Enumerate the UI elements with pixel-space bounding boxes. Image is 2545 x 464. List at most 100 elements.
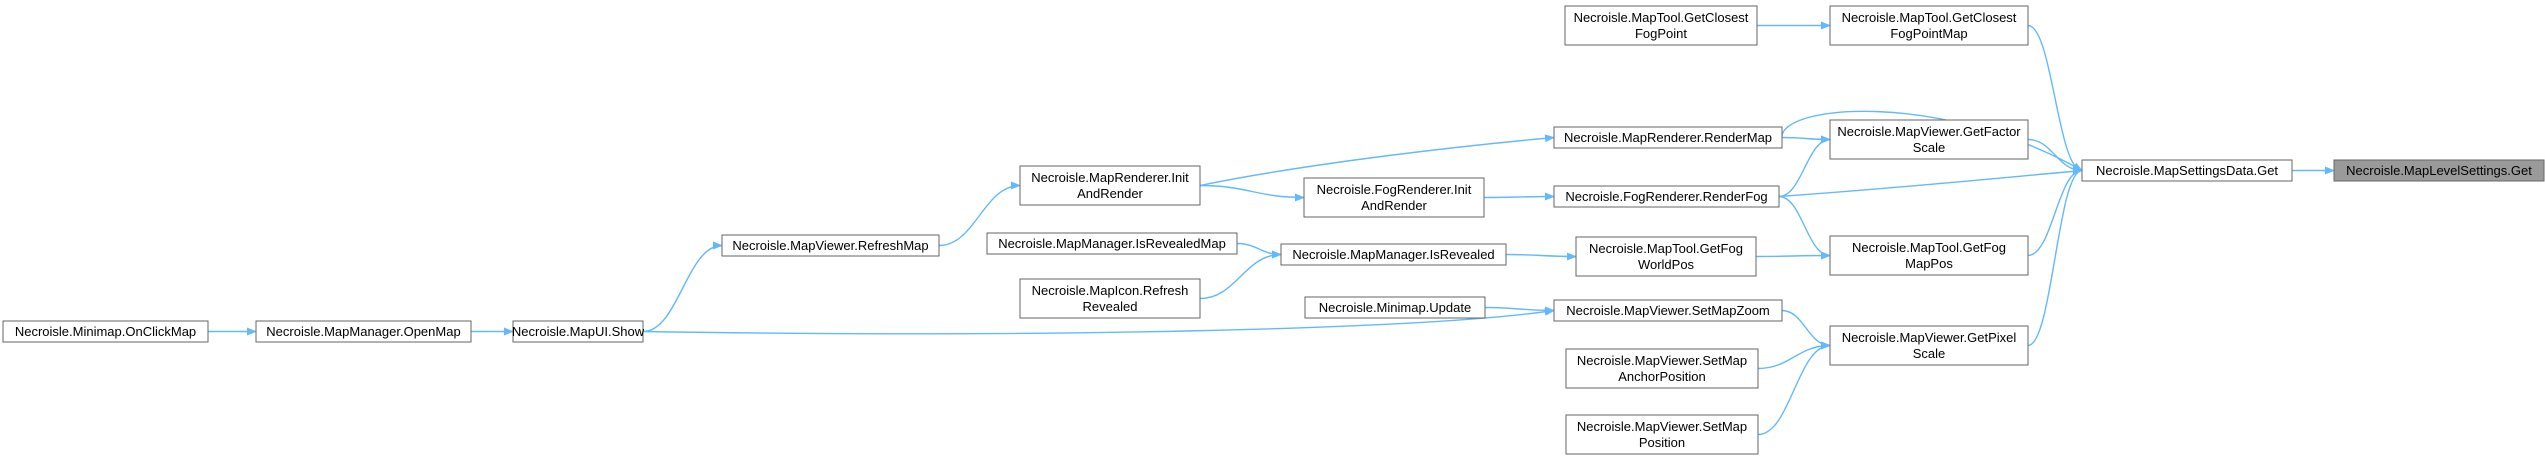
node-box bbox=[512, 320, 644, 343]
node-box bbox=[2, 320, 209, 343]
node-renderfog[interactable]: Necroisle.FogRenderer.RenderFog bbox=[1553, 185, 1780, 208]
node-isrevealedmap[interactable]: Necroisle.MapManager.IsRevealedMap bbox=[986, 232, 1238, 255]
edge-setmappos-to-getpixelscale bbox=[1757, 341, 1831, 436]
node-box bbox=[1553, 126, 1783, 149]
node-label: Necroisle.MapTool.GetFog bbox=[1852, 240, 2006, 255]
node-label: Necroisle.MapIcon.Refresh bbox=[1032, 283, 1189, 298]
node-label: Necroisle.MapViewer.SetMapZoom bbox=[1566, 303, 1770, 318]
node-rendermap[interactable]: Necroisle.MapRenderer.RenderMap bbox=[1553, 126, 1783, 149]
node-label: WorldPos bbox=[1638, 257, 1695, 272]
node-box bbox=[721, 234, 940, 257]
node-box bbox=[1304, 296, 1486, 319]
node-box bbox=[1019, 165, 1201, 206]
node-box bbox=[1565, 414, 1759, 455]
node-label: MapPos bbox=[1905, 256, 1953, 271]
node-box bbox=[1303, 177, 1485, 218]
edge-getfogmappos-to-mapsettingsget bbox=[2027, 166, 2083, 257]
node-label: Necroisle.MapUI.Show bbox=[512, 324, 645, 339]
node-mapsettingsget[interactable]: Necroisle.MapSettingsData.Get bbox=[2081, 159, 2293, 182]
node-label: AnchorPosition bbox=[1618, 369, 1705, 384]
node-label: Necroisle.MapLevelSettings.Get bbox=[2346, 163, 2532, 178]
node-refreshmap[interactable]: Necroisle.MapViewer.RefreshMap bbox=[721, 234, 940, 257]
node-label: Necroisle.MapSettingsData.Get bbox=[2096, 163, 2278, 178]
edge-refreshmap-to-mapren_init bbox=[938, 181, 1021, 247]
node-box bbox=[1565, 348, 1759, 389]
node-box bbox=[986, 232, 1238, 255]
edge-minimap_update-to-setmapzoom bbox=[1484, 306, 1555, 315]
node-label: Necroisle.MapManager.IsRevealed bbox=[1292, 247, 1494, 262]
node-label: Necroisle.MapViewer.SetMap bbox=[1577, 353, 1747, 368]
node-label: Scale bbox=[1913, 140, 1946, 155]
node-label: Scale bbox=[1913, 346, 1946, 361]
edge-mapui_show-to-refreshmap bbox=[642, 241, 723, 333]
edge-renderfog-to-getfogmappos bbox=[1778, 195, 1831, 260]
node-label: AndRender bbox=[1077, 186, 1143, 201]
edge-renderfog-to-mapsettingsget bbox=[1778, 167, 2083, 198]
node-label: Necroisle.FogRenderer.RenderFog bbox=[1565, 189, 1767, 204]
edge-fogren_init-to-renderfog bbox=[1483, 192, 1555, 201]
node-box bbox=[1280, 243, 1507, 266]
node-mapui_show[interactable]: Necroisle.MapUI.Show bbox=[512, 320, 645, 343]
node-openmap[interactable]: Necroisle.MapManager.OpenMap bbox=[255, 320, 472, 343]
node-label: Necroisle.MapRenderer.RenderMap bbox=[1564, 130, 1772, 145]
node-label: AndRender bbox=[1361, 198, 1427, 213]
node-label: Necroisle.MapTool.GetClosest bbox=[1842, 10, 2017, 25]
node-label: Necroisle.Minimap.Update bbox=[1319, 300, 1471, 315]
node-label: Necroisle.MapViewer.GetFactor bbox=[1837, 124, 2021, 139]
node-box bbox=[1564, 5, 1758, 46]
node-minimap_update[interactable]: Necroisle.Minimap.Update bbox=[1304, 296, 1486, 319]
node-label: Necroisle.MapViewer.RefreshMap bbox=[732, 238, 928, 253]
edge-mapren_init-to-rendermap bbox=[1199, 134, 1555, 187]
node-box bbox=[1575, 236, 1757, 277]
node-label: FogPointMap bbox=[1890, 26, 1967, 41]
edge-getpixelscale-to-mapsettingsget bbox=[2027, 166, 2083, 347]
edge-getclosestfogmap-to-mapsettingsget bbox=[2027, 24, 2083, 175]
node-box bbox=[2333, 159, 2545, 182]
node-setmapzoom[interactable]: Necroisle.MapViewer.SetMapZoom bbox=[1553, 299, 1783, 322]
edge-mapren_init-to-fogren_init bbox=[1199, 184, 1305, 202]
edge-rendermap-to-getfactorscale bbox=[1781, 135, 1831, 144]
node-isrevealed[interactable]: Necroisle.MapManager.IsRevealed bbox=[1280, 243, 1507, 266]
node-box bbox=[255, 320, 472, 343]
edge-renderfog-to-getfactorscale bbox=[1778, 135, 1831, 198]
node-label: Necroisle.Minimap.OnClickMap bbox=[15, 324, 196, 339]
node-box bbox=[1829, 119, 2029, 160]
node-label: Necroisle.MapTool.GetFog bbox=[1589, 241, 1743, 256]
node-box bbox=[1829, 325, 2029, 366]
node-label: Necroisle.MapViewer.SetMap bbox=[1577, 419, 1747, 434]
node-box bbox=[2081, 159, 2293, 182]
node-label: Position bbox=[1639, 435, 1685, 450]
node-box bbox=[1553, 185, 1780, 208]
edge-isrevealed-to-getfogworldpos bbox=[1505, 252, 1577, 261]
node-box bbox=[1829, 235, 2029, 276]
node-label: Necroisle.MapViewer.GetPixel bbox=[1842, 330, 2017, 345]
node-box bbox=[1553, 299, 1783, 322]
edges-layer bbox=[208, 21, 2335, 436]
node-label: Necroisle.MapManager.OpenMap bbox=[266, 324, 460, 339]
node-label: Necroisle.MapManager.IsRevealedMap bbox=[998, 236, 1226, 251]
edge-setmapzoom-to-getpixelscale bbox=[1781, 309, 1831, 350]
edge-setmapanchor-to-getpixelscale bbox=[1757, 341, 1831, 370]
node-label: Necroisle.MapTool.GetClosest bbox=[1574, 10, 1749, 25]
edge-getfogworldpos-to-getfogmappos bbox=[1755, 251, 1831, 260]
node-label: FogPoint bbox=[1635, 26, 1687, 41]
node-maplevelget[interactable]: Necroisle.MapLevelSettings.Get bbox=[2333, 159, 2545, 182]
node-box bbox=[1829, 5, 2029, 46]
node-label: Necroisle.MapRenderer.Init bbox=[1031, 170, 1189, 185]
node-onclickmap[interactable]: Necroisle.Minimap.OnClickMap bbox=[2, 320, 209, 343]
node-label: Revealed bbox=[1083, 299, 1138, 314]
